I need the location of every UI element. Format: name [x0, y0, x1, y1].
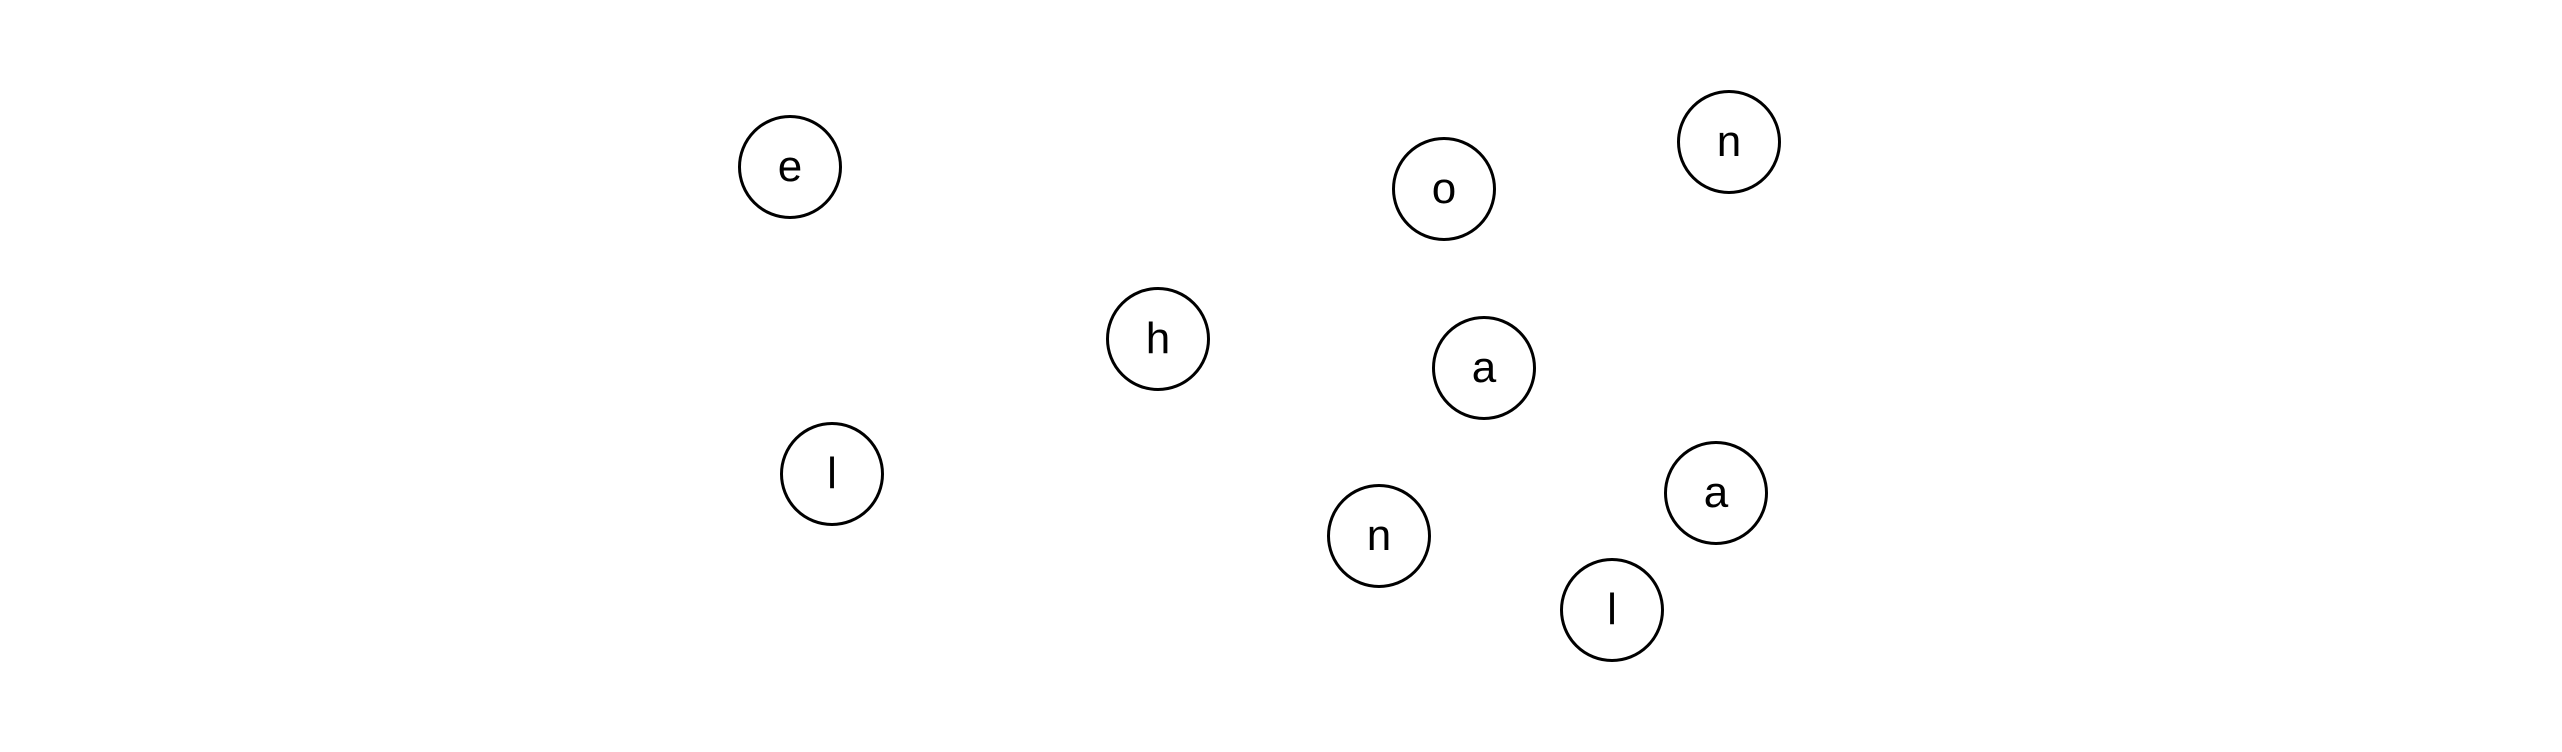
letter-label: a	[1471, 343, 1497, 392]
letter-label: e	[777, 142, 803, 191]
letter-circle: a	[1664, 441, 1768, 545]
letter-circle: e	[738, 115, 842, 219]
letter-circle: n	[1677, 90, 1781, 194]
letter-label: n	[1716, 117, 1742, 166]
letter-label: l	[827, 449, 837, 498]
letter-label: n	[1366, 511, 1392, 560]
letter-circle: l	[1560, 558, 1664, 662]
letter-label: o	[1431, 164, 1457, 213]
letter-circle: h	[1106, 287, 1210, 391]
letter-label: l	[1607, 585, 1617, 634]
letter-circle: o	[1392, 137, 1496, 241]
letter-circle: l	[780, 422, 884, 526]
letter-label: h	[1145, 314, 1171, 363]
letter-circle: n	[1327, 484, 1431, 588]
letter-circle: a	[1432, 316, 1536, 420]
letter-label: a	[1703, 468, 1729, 517]
